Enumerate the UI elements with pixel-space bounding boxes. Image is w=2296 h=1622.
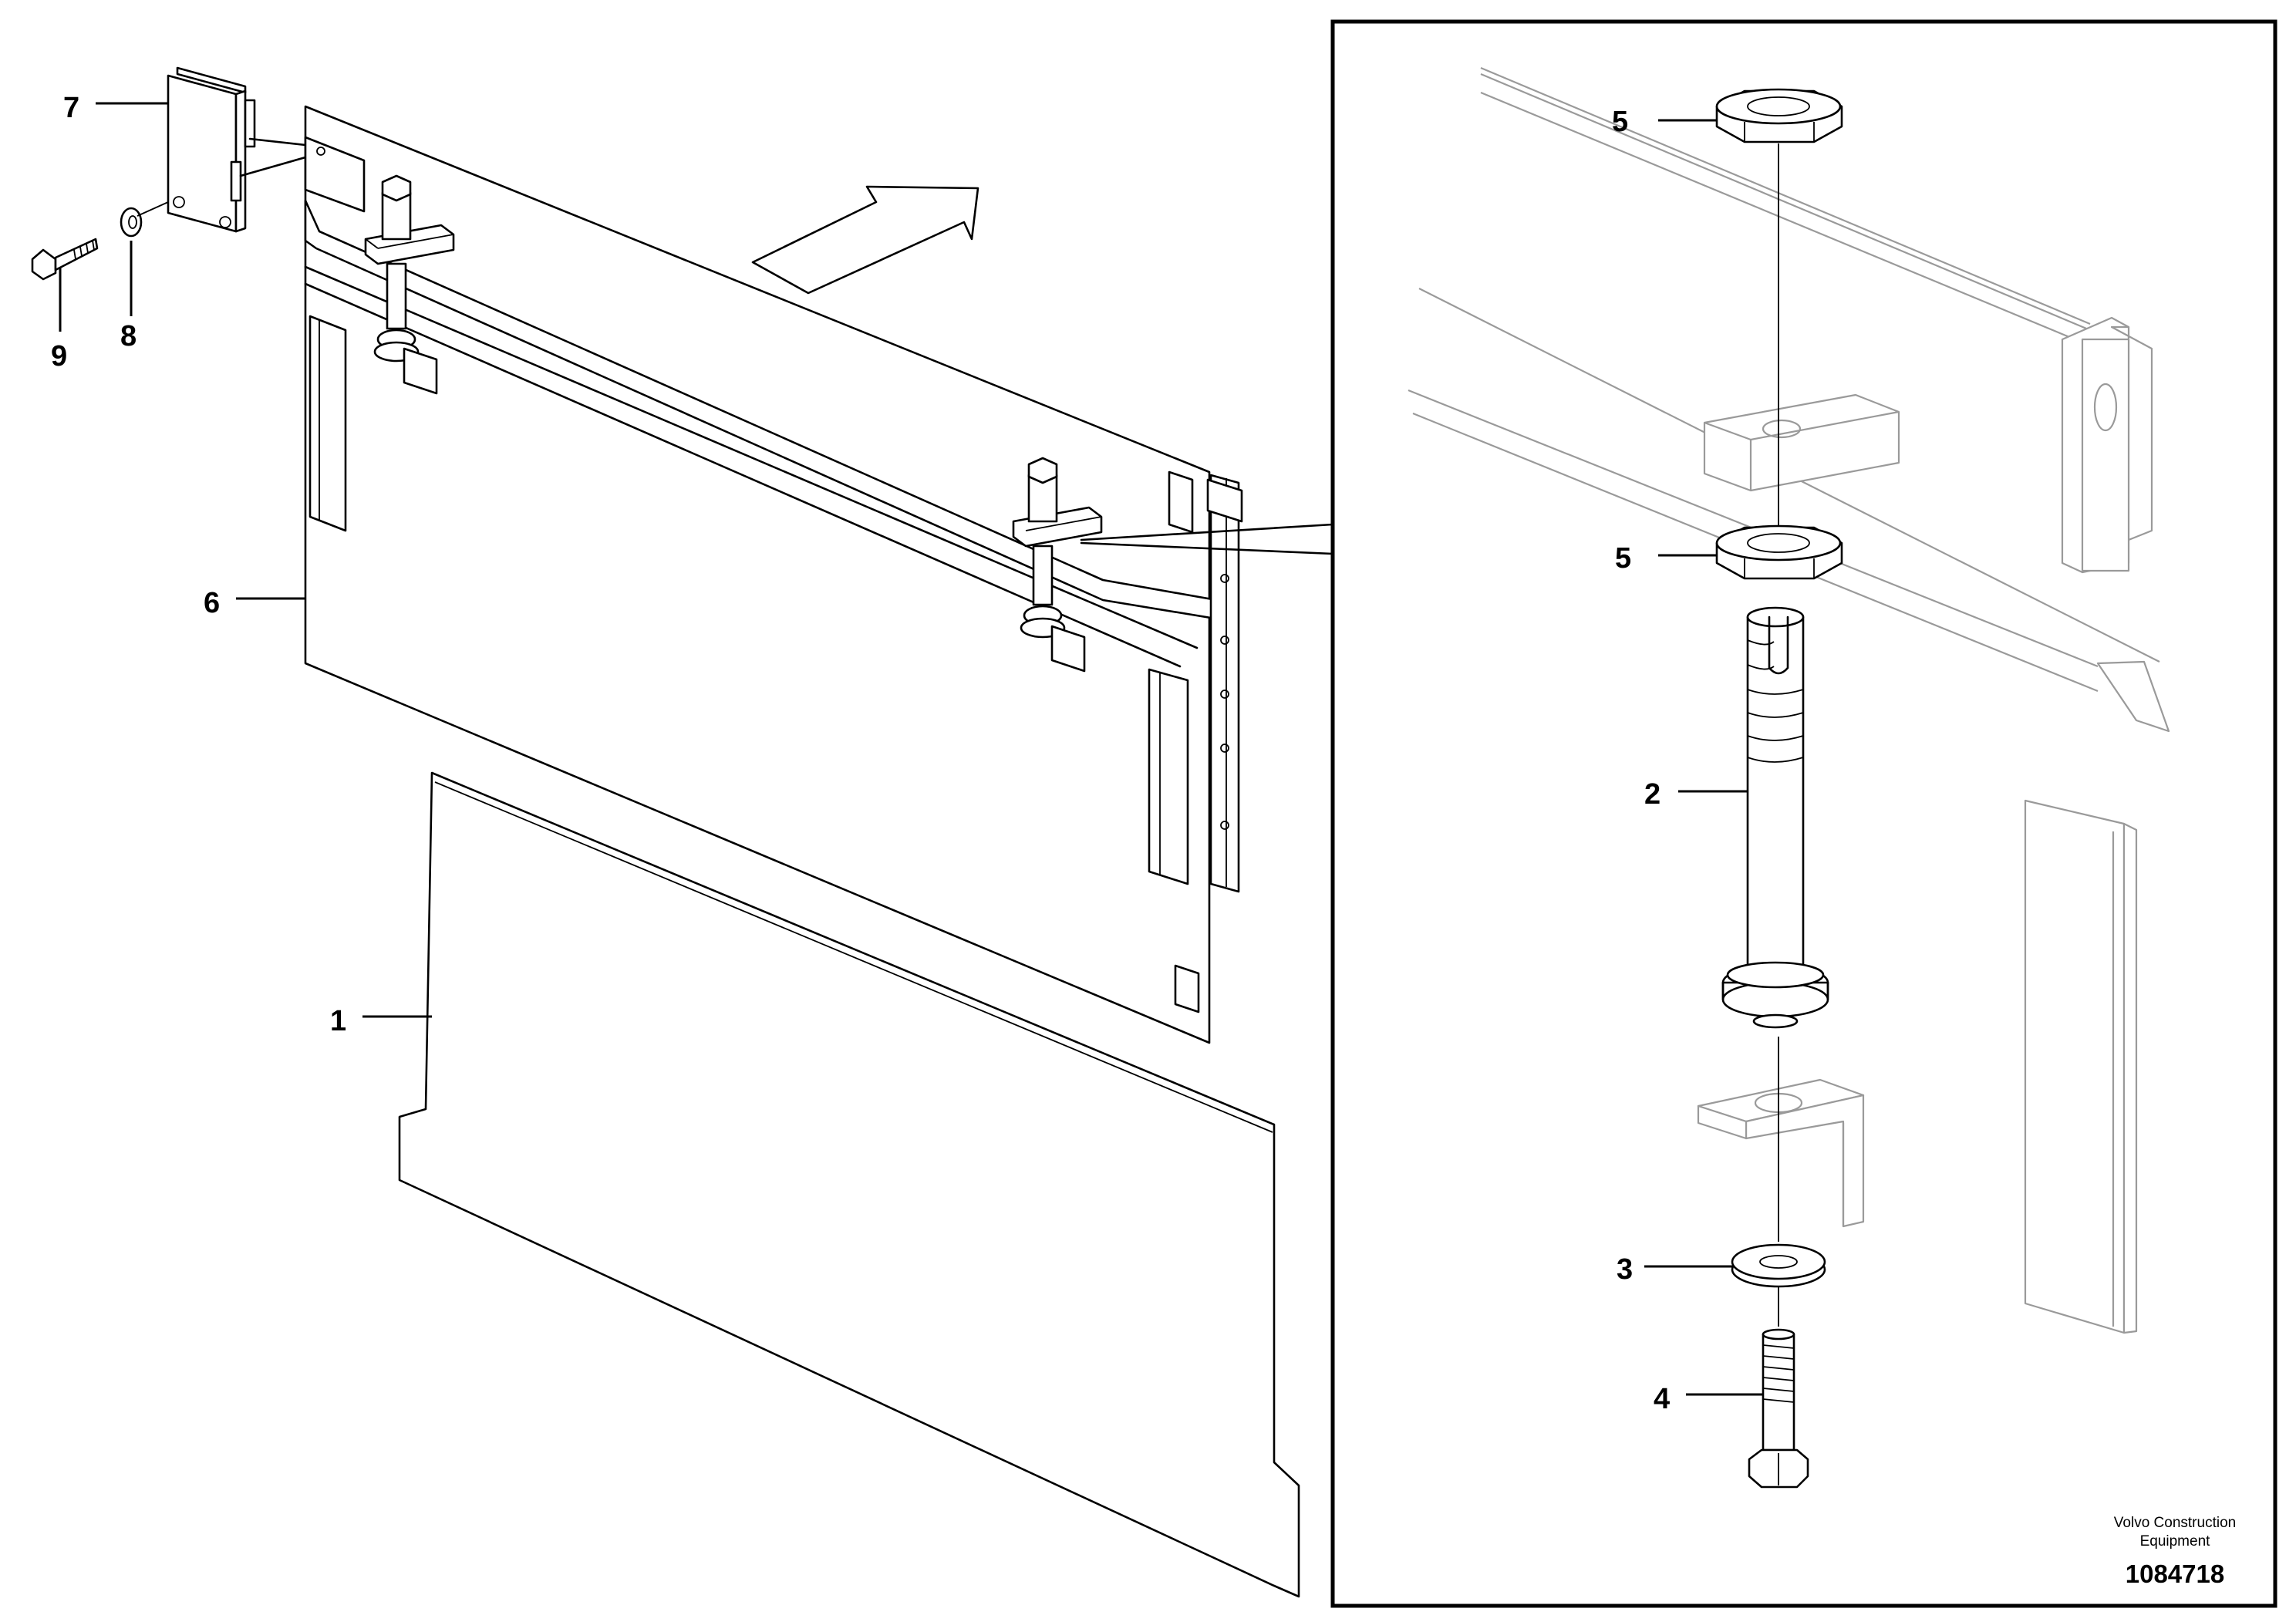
callout-6: 6 — [204, 587, 220, 619]
bolt-icon — [1721, 606, 1829, 1029]
callout-4: 4 — [1654, 1383, 1670, 1415]
detail-frame — [1330, 19, 2277, 1608]
bolt-part-9 — [31, 238, 99, 281]
panel-part-6 — [304, 105, 1243, 1044]
nut-icon — [1715, 524, 1843, 580]
callout-8: 8 — [120, 320, 137, 352]
detail-connector — [1080, 523, 1334, 555]
callout-3: 3 — [1617, 1253, 1633, 1286]
cover-panel-part-1 — [398, 771, 1300, 1598]
washer-part-8 — [120, 201, 169, 238]
drawing-number: 1084718 — [2126, 1560, 2224, 1588]
detail-view — [1408, 66, 2170, 1489]
nut-icon — [1715, 88, 1843, 143]
leader-lines — [59, 102, 1763, 1396]
brand-line-2: Equipment — [2140, 1533, 2211, 1549]
callout-5-top: 5 — [1612, 106, 1628, 138]
callout-9: 9 — [51, 340, 67, 373]
callout-7: 7 — [63, 92, 79, 124]
callout-5-lower: 5 — [1615, 542, 1631, 575]
bolt-icon — [1748, 1328, 1809, 1489]
callout-2: 2 — [1644, 778, 1660, 811]
brand-line-1: Volvo Construction — [2114, 1515, 2236, 1531]
latch-part-7 — [167, 66, 307, 233]
direction-arrow-icon — [751, 185, 979, 295]
callout-1: 1 — [330, 1005, 346, 1037]
washer-icon — [1731, 1243, 1826, 1288]
